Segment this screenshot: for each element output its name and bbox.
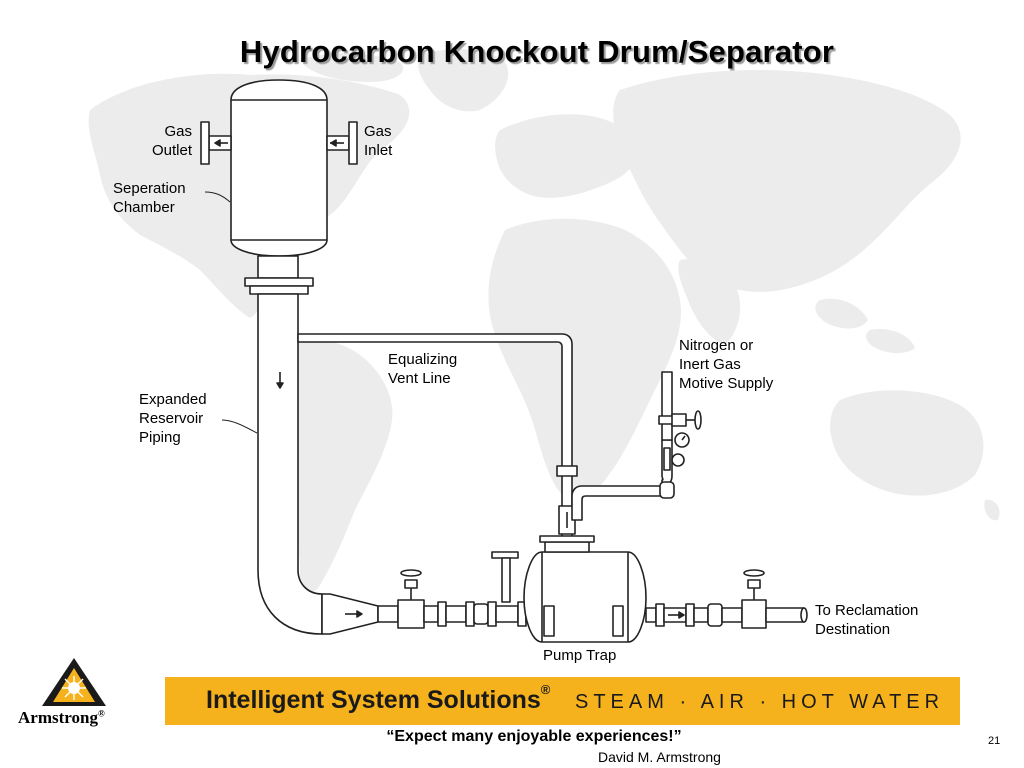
pump-trap-label: Pump Trap xyxy=(543,647,617,664)
separator-diagram xyxy=(200,79,808,643)
footer-quote: “Expect many enjoyable experiences!” xyxy=(386,728,682,745)
armstrong-logo: Armstrong® xyxy=(18,656,130,728)
armstrong-logo-icon xyxy=(42,658,106,706)
gas-outlet-nozzle xyxy=(200,121,232,165)
page-number: 21 xyxy=(988,735,1001,747)
reservoir-piping xyxy=(257,293,323,635)
footer-banner: Intelligent System Solutions® STEAM · AI… xyxy=(165,677,960,725)
motive-supply-line xyxy=(571,485,663,521)
world-map-background xyxy=(88,49,1000,594)
page-title: Hydrocarbon Knockout Drum/Separator xyxy=(239,34,835,69)
armstrong-logo-text: Armstrong® xyxy=(18,708,105,727)
banner-title: Intelligent System Solutions® xyxy=(206,682,551,714)
footer-author: David M. Armstrong xyxy=(598,749,721,765)
banner-tagline: STEAM · AIR · HOT WATER xyxy=(575,691,945,713)
separation-drum xyxy=(230,79,328,257)
gas-inlet-nozzle xyxy=(326,121,358,165)
